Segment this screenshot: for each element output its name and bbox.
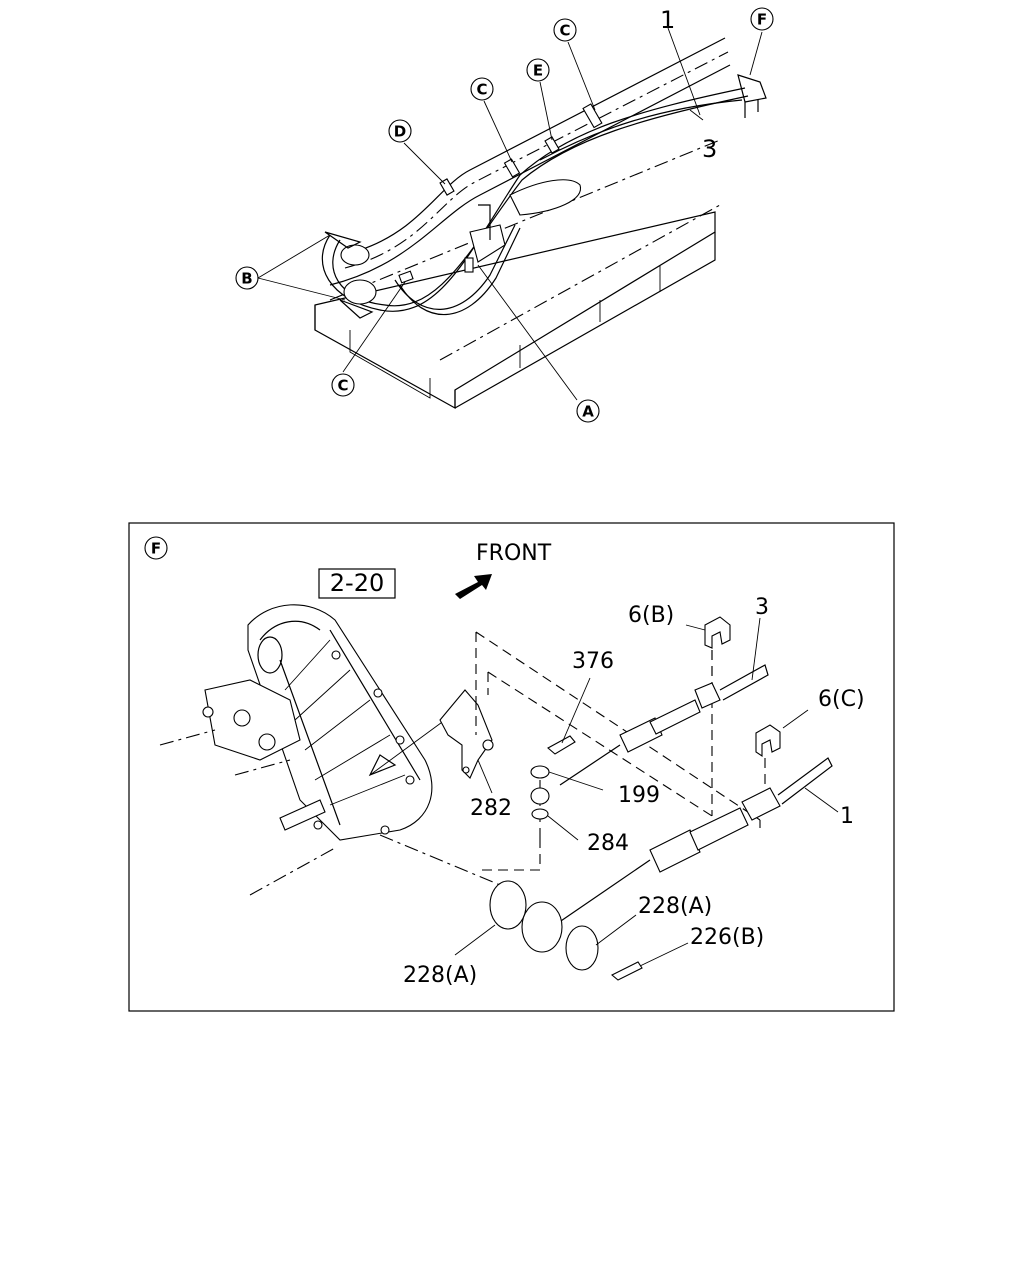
pin-376: [547, 735, 576, 755]
svg-text:A: A: [582, 403, 594, 421]
svg-text:C: C: [559, 22, 570, 40]
svg-text:2-20: 2-20: [330, 569, 384, 597]
cable-1-assembly: [554, 757, 833, 926]
part-376-label: 376: [572, 649, 614, 674]
clip-6b: [704, 616, 731, 680]
frame-rail: [314, 139, 721, 410]
clip-226b: [611, 961, 643, 981]
front-indicator: FRONT: [455, 541, 552, 599]
clip-6c: [755, 724, 781, 790]
reference-box: 2-20: [318, 568, 396, 599]
callout-f: F: [750, 7, 774, 31]
front-arrow-icon: [455, 574, 492, 599]
callout-b: B: [235, 266, 259, 290]
svg-text:E: E: [533, 62, 543, 80]
bracket-282: [439, 689, 494, 779]
svg-text:B: B: [241, 270, 252, 288]
part-6b-label: 6(B): [628, 603, 674, 628]
part-6c-label: 6(C): [818, 687, 865, 712]
top-assembly-view: 1 3 F C E C D B C: [235, 6, 774, 423]
part-284-label: 284: [587, 831, 629, 856]
grommets-228: [489, 880, 599, 971]
callout-c-mid: C: [470, 77, 494, 101]
washer-284: [531, 808, 549, 820]
callout-a: A: [576, 399, 600, 423]
part-282-label: 282: [470, 796, 512, 821]
svg-text:C: C: [476, 81, 487, 99]
mount-brackets: [324, 74, 767, 319]
cable-1-label: 1: [660, 6, 675, 34]
callout-e: E: [526, 58, 550, 82]
callout-d: D: [388, 119, 412, 143]
svg-text:C: C: [337, 377, 348, 395]
part-199-label: 199: [618, 783, 660, 808]
part-1-label: 1: [840, 804, 854, 829]
svg-text:F: F: [151, 540, 161, 558]
svg-text:D: D: [394, 123, 406, 141]
part-228a-left-label: 228(A): [403, 963, 477, 988]
detail-leaders: [454, 617, 839, 967]
upper-frame-member: [329, 37, 731, 286]
callout-c-top: C: [553, 18, 577, 42]
clutch-housing: [159, 604, 501, 896]
part-3-label: 3: [755, 595, 769, 620]
cable-clips: [398, 103, 603, 284]
detail-f-panel: F 2-20 FRONT: [128, 522, 895, 1012]
cable-3-assembly: [559, 664, 769, 786]
washer-199: [530, 765, 550, 805]
cable-3-label: 3: [702, 135, 717, 163]
front-label: FRONT: [476, 541, 552, 566]
svg-text:F: F: [757, 11, 767, 29]
part-228a-right-label: 228(A): [638, 894, 712, 919]
detail-view-letter: F: [144, 536, 168, 560]
callout-c-bottom: C: [331, 373, 355, 397]
part-226b-label: 226(B): [690, 925, 764, 950]
top-leaders: [257, 27, 763, 401]
